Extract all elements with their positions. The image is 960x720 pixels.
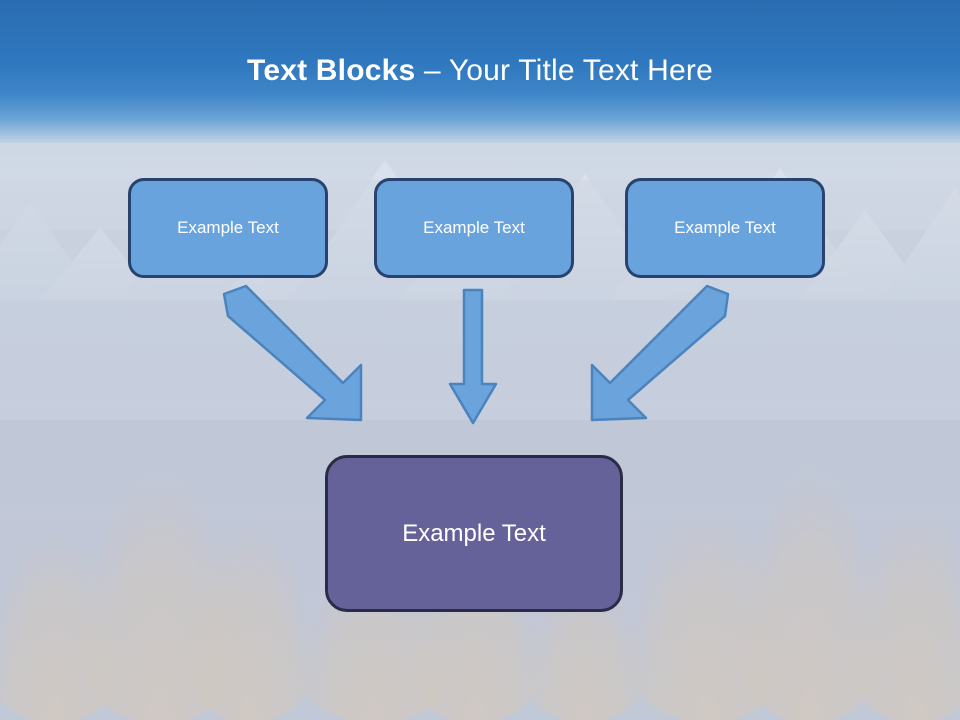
page-title: Text Blocks – Your Title Text Here [0, 52, 960, 90]
text-block-2[interactable]: Example Text [374, 178, 574, 278]
text-block-1-label: Example Text [177, 218, 279, 237]
page-title-regular: Your Title Text Here [448, 54, 713, 87]
text-block-summary-label: Example Text [402, 519, 546, 547]
arrow-down-right-icon [222, 284, 363, 422]
title-band [0, 0, 960, 143]
text-block-3[interactable]: Example Text [625, 178, 825, 278]
text-block-2-label: Example Text [423, 218, 525, 237]
text-block-summary[interactable]: Example Text [325, 455, 623, 612]
text-block-3-label: Example Text [674, 218, 776, 237]
page-title-bold: Text Blocks [247, 54, 416, 87]
arrow-down-left-icon [590, 284, 730, 422]
page-title-separator: – [415, 54, 449, 87]
text-block-1[interactable]: Example Text [128, 178, 328, 278]
arrow-down-icon [448, 288, 498, 425]
